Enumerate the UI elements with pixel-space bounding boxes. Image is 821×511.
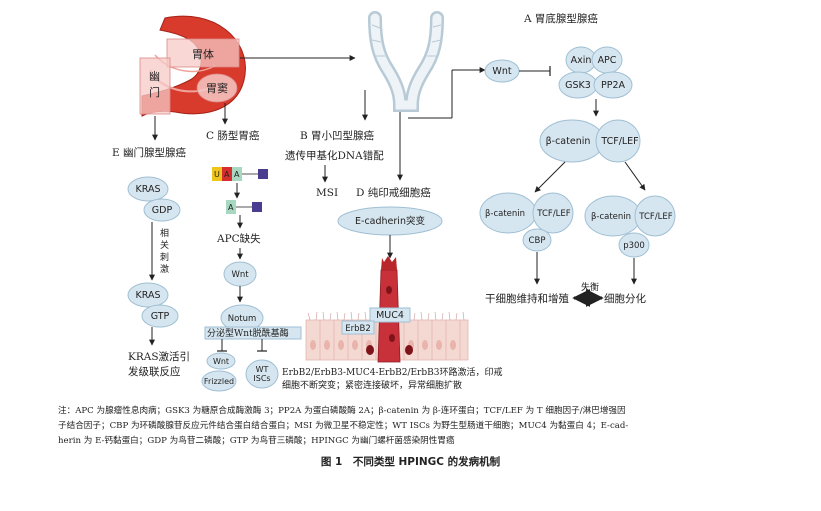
gtp-label: GTP [151, 311, 170, 322]
wnt2-label: Wnt [213, 357, 229, 366]
wt-iscs-label-1: WT [256, 365, 269, 374]
antrum-circle [196, 73, 238, 103]
kras-result-2: 发级联反应 [128, 365, 181, 378]
dna-sequence-2: A [226, 200, 262, 214]
seq2-0: A [228, 203, 234, 212]
wnt-label-C: Wnt [231, 270, 249, 280]
erbb2-label: ErbB2 [345, 324, 371, 334]
gdp-label: GDP [152, 205, 173, 216]
seq1-0: U [214, 170, 220, 179]
catenin-complex-top: β-catenin TCF/LEF [539, 119, 641, 163]
cbp-label: CBP [529, 236, 546, 246]
section-A-title: A 胃底腺型腺癌 [523, 12, 598, 25]
gastric-pit-icon [368, 11, 444, 112]
seq1-2: A [234, 170, 240, 179]
destruction-complex: Axin APC GSK3 PP2A [558, 46, 633, 99]
muc4-label: MUC4 [376, 310, 404, 321]
kras-label-2: KRAS [136, 290, 161, 301]
wt-iscs-node: WT ISCs [245, 359, 279, 389]
muc4-box [369, 307, 411, 323]
kras-gdp-node: KRAS GDP [127, 176, 181, 222]
wnt-frizzled-node: Wnt Frizzled [201, 352, 237, 392]
stem-maintain-label: 干细胞维持和增殖 [485, 292, 569, 305]
erbb2-box [341, 320, 375, 335]
stimulus-3: 刺 [160, 252, 169, 263]
section-D-title: D 纯印戒细胞癌 [356, 186, 431, 199]
kras-gtp-node: KRAS GTP [127, 282, 179, 328]
epithelium-illustration: MUC4 ErbB2 [305, 256, 469, 363]
section-B-title: B 胃小凹型腺癌 [300, 129, 375, 142]
pp2a-label: PP2A [601, 80, 626, 91]
secreted-box [204, 326, 302, 340]
section-C-title: C 肠型胃癌 [206, 129, 260, 142]
tcf-lef-label-top: TCF/LEF [600, 136, 638, 147]
pylorus-label-1: 幽 [149, 70, 160, 83]
notum-node: Notum [220, 304, 264, 332]
apc-label: APC [598, 55, 617, 66]
kras-result-1: KRAS激活引 [128, 350, 190, 363]
stimulus-4: 激 [160, 263, 169, 275]
tcf-lef-label-cbp: TCF/LEF [536, 209, 570, 219]
seq1-1: A [224, 170, 230, 179]
antrum-label: 胃窦 [206, 82, 228, 95]
catenin-cbp-complex: β-catenin TCF/LEF CBP [479, 192, 574, 252]
pylorus-label-2: 门 [149, 85, 160, 99]
methylation-label: 遗传甲基化DNA错配 [285, 149, 384, 162]
wnt-node-A: Wnt [484, 59, 520, 83]
notum-label: Notum [228, 314, 257, 324]
figure-caption: 图 1 不同类型 HPINGC 的发病机制 [320, 456, 501, 468]
msi-label: MSI [316, 187, 338, 199]
ecadherin-label: E-cadherin突变 [355, 215, 425, 227]
catenin-p300-complex: β-catenin TCF/LEF p300 [584, 195, 676, 258]
axin-label: Axin [571, 55, 592, 66]
loop-label-2: 细胞不断突变；紧密连接破坏，异常细胞扩散 [282, 379, 462, 391]
imbalance-label: 失衡 [581, 281, 599, 293]
mechanism-diagram: 胃体 胃窦 幽 门 A 胃底腺型腺癌 Wnt Axin APC GSK3 PP2… [112, 11, 676, 392]
pylorus-box [139, 57, 171, 115]
beta-catenin-label-top: β-catenin [546, 136, 591, 147]
secreted-label: 分泌型Wnt脱酰基酶 [207, 327, 289, 339]
wnt-node-C: Wnt [223, 261, 257, 287]
ecadherin-node: E-cadherin突变 [337, 206, 443, 236]
wnt-label-A: Wnt [492, 66, 511, 77]
stomach-body-box [166, 38, 240, 68]
differentiation-label: 细胞分化 [604, 292, 646, 305]
gsk3-label: GSK3 [565, 80, 591, 91]
kras-label-1: KRAS [136, 184, 161, 195]
stomach-body-label: 胃体 [192, 47, 214, 61]
arrow-to-p300-branch [624, 161, 646, 191]
tcf-lef-label-p300: TCF/LEF [638, 212, 672, 222]
section-E-title: E 幽门腺型腺癌 [112, 146, 187, 159]
figure-note: 注：APC 为腺瘤性息肉病；GSK3 为糖原合成酶激酶 3；PP2A 为蛋白磷酸… [58, 406, 629, 446]
wt-iscs-label-2: ISCs [253, 374, 270, 383]
beta-catenin-label-p300: β-catenin [591, 212, 631, 222]
stomach-illustration: 胃体 胃窦 幽 门 [139, 15, 246, 117]
stimulus-1: 相 [160, 227, 169, 239]
apc-loss-label: APC缺失 [216, 232, 261, 245]
frizzled-label: Frizzled [204, 377, 234, 386]
stimulus-2: 关 [160, 239, 169, 251]
p300-label: p300 [623, 241, 645, 251]
arrow-to-cbp-branch [534, 161, 566, 193]
dna-sequence-1: U A A [212, 167, 268, 181]
loop-label-1: ErbB2/ErbB3-MUC4-ErbB2/ErbB3环路激活，印戒 [282, 366, 502, 378]
beta-catenin-label-cbp: β-catenin [485, 209, 525, 219]
